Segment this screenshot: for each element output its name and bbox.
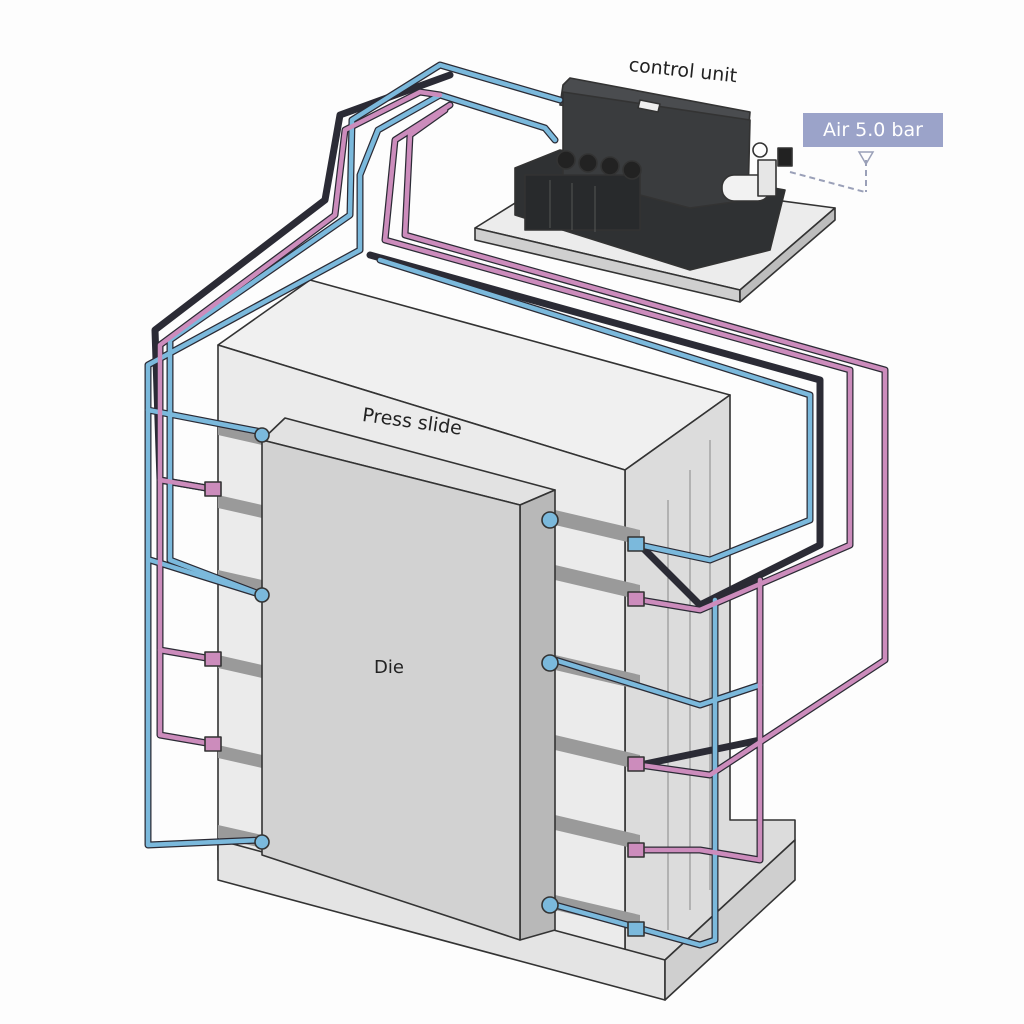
- hydraulic-lines: [144, 61, 889, 949]
- air-supply-tag: Air 5.0 bar: [803, 113, 943, 147]
- air-inlet-symbol: [857, 151, 875, 166]
- air-filter-regulator: [721, 142, 793, 202]
- air-supply-leader: [789, 171, 866, 193]
- pipe-fittings: [204, 427, 645, 937]
- die-label: Die: [374, 657, 404, 678]
- solenoid-valves: [524, 150, 642, 232]
- nameplate: [637, 99, 661, 113]
- die-front: [261, 439, 521, 941]
- control-unit: [474, 77, 875, 303]
- die: [261, 417, 556, 941]
- die-side: [519, 489, 556, 941]
